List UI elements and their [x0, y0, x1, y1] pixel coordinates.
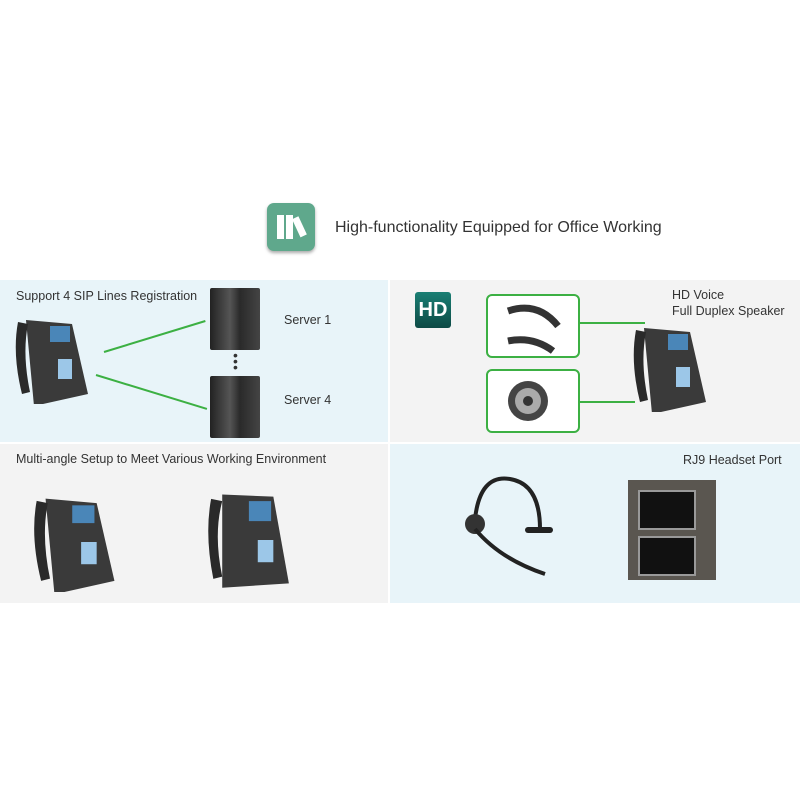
full-duplex-label: Full Duplex Speaker [672, 304, 785, 318]
rj9-port-top [638, 490, 696, 530]
header-icon [267, 203, 315, 251]
handset-speaker-box [486, 294, 580, 358]
server-4-label: Server 4 [284, 393, 332, 407]
connection-line [95, 374, 208, 410]
ip-phone-image [633, 328, 706, 412]
connection-line [580, 401, 635, 403]
rj9-panel: RJ9 Headset Port [390, 444, 800, 603]
loudspeaker-icon [508, 381, 548, 421]
sip-title: Support 4 SIP Lines Registration [16, 289, 198, 303]
sip-panel: Support 4 SIP Lines Registration ••• Ser… [0, 280, 388, 442]
speaker-box [486, 369, 580, 433]
server-4-image [210, 376, 260, 438]
headset-image [465, 476, 553, 576]
rj9-title: RJ9 Headset Port [683, 453, 782, 467]
rj9-port-image [628, 480, 716, 580]
hd-voice-label: HD Voice [672, 288, 725, 302]
connection-line [580, 322, 645, 324]
ip-phone-image [15, 320, 88, 404]
rj9-port-bottom [638, 536, 696, 576]
server-1-label: Server 1 [284, 313, 332, 327]
page-title: High-functionality Equipped for Office W… [335, 219, 662, 236]
hd-badge: HD [415, 292, 451, 328]
hd-badge-text: HD [418, 299, 448, 321]
office-tools-icon [277, 215, 307, 239]
ip-phone-angle-1 [34, 498, 115, 592]
ellipsis-dots: ••• [233, 347, 238, 375]
multi-angle-title: Multi-angle Setup to Meet Various Workin… [16, 452, 327, 466]
ip-phone-angle-2 [208, 494, 289, 588]
handset-receiver-icon [506, 304, 561, 354]
hd-voice-panel: HD HD Voice Full Duplex Speaker [390, 280, 800, 442]
connection-line [103, 320, 206, 353]
multi-angle-panel: Multi-angle Setup to Meet Various Workin… [0, 444, 388, 603]
server-1-image [210, 288, 260, 350]
